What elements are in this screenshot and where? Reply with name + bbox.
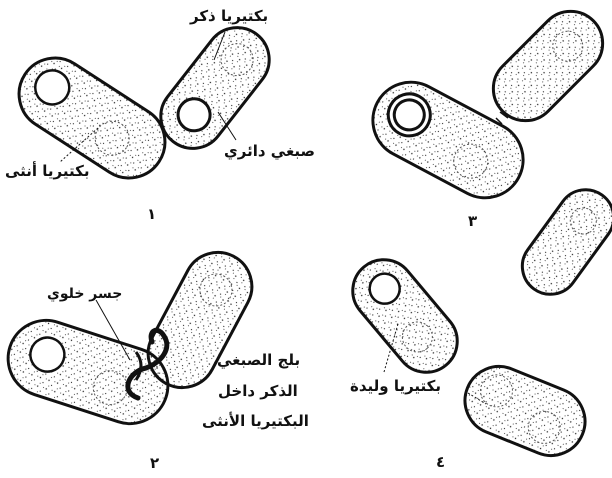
panel-number-1: ١: [147, 207, 156, 222]
new-bacterium-cell: [455, 356, 595, 465]
new-bacterium-cell: [340, 247, 470, 385]
label-plasmid-entry-line-1: بلج الصبغي: [217, 353, 300, 368]
panel-3: [360, 0, 612, 211]
male-bacterium-cell: [148, 15, 282, 162]
panel-number-3: ٣: [468, 214, 477, 229]
panel-number-4: ٤: [436, 455, 445, 470]
label-male-bacterium: بكتيريا ذكر: [190, 9, 268, 24]
label-plasmid-entry-line-2: الذكر داخل: [218, 384, 298, 399]
label-female-bacterium: بكتيريا أنثى: [5, 164, 90, 179]
panel-2: [0, 240, 264, 433]
new-bacterium-cell: [511, 179, 612, 306]
male-bacterium-cell: [480, 0, 612, 134]
panel-number-2: ٢: [150, 456, 159, 471]
label-plasmid: صبغي دائري: [224, 144, 315, 159]
label-new-bacterium: بكتيريا وليدة: [350, 379, 441, 394]
label-plasmid-entry-line-3: البكتيريا الأنثى: [202, 414, 309, 429]
label-cell-bridge: جسر خلوي: [47, 287, 122, 301]
female-bacterium-cell: [0, 311, 178, 434]
